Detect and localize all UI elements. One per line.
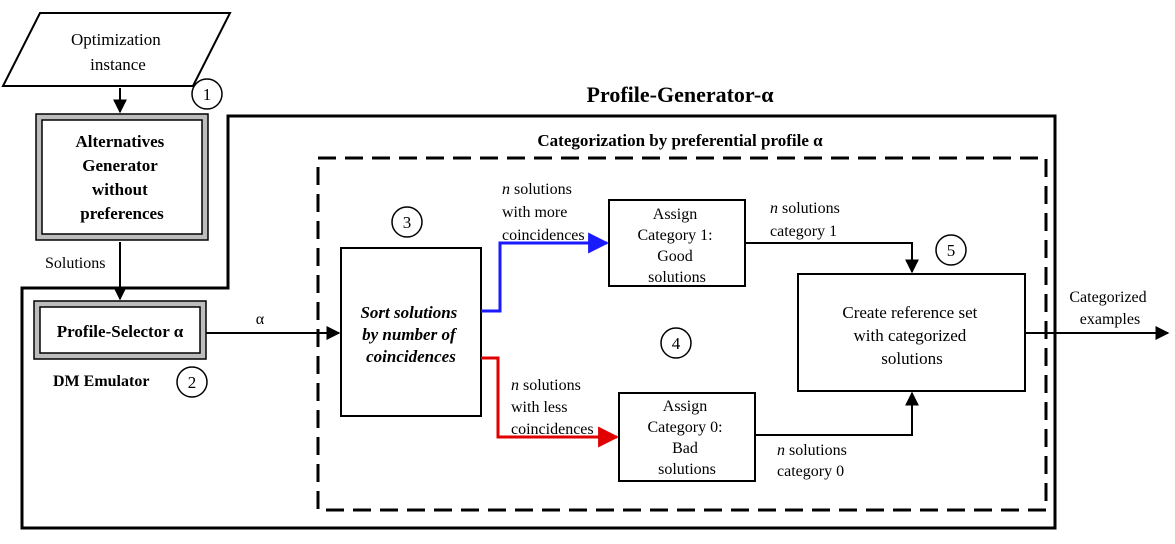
sort-box bbox=[340, 247, 482, 417]
step-4-number: 4 bbox=[672, 334, 681, 353]
reference-set-box bbox=[797, 273, 1026, 392]
generator-box bbox=[41, 119, 203, 235]
arrow-category-1 bbox=[745, 242, 919, 274]
arrow-category-0 bbox=[755, 391, 919, 436]
category-0-label: n solutions category 0 bbox=[777, 442, 851, 480]
output-label: Categorized examples bbox=[1069, 289, 1150, 328]
step-4-circle bbox=[660, 327, 692, 359]
input-label: Optimization instance bbox=[71, 30, 165, 74]
step-5-number: 5 bbox=[947, 241, 956, 260]
step-5-circle bbox=[935, 234, 967, 266]
profile-selector-label: Profile-Selector α bbox=[57, 322, 184, 341]
step-3-circle bbox=[391, 206, 423, 238]
reference-set-label: Create reference set with categorized so… bbox=[842, 303, 981, 368]
step-3-number: 3 bbox=[403, 213, 412, 232]
arrow-good-path bbox=[481, 232, 610, 313]
step-2-number: 2 bbox=[188, 373, 197, 392]
category-1-label: n solutions category 1 bbox=[770, 200, 844, 240]
step-2-circle bbox=[176, 366, 208, 398]
step-1-circle bbox=[191, 78, 223, 110]
dm-emulator-label: DM Emulator bbox=[53, 373, 149, 390]
input-parallelogram bbox=[1, 12, 232, 87]
alpha-label: α bbox=[256, 311, 265, 328]
arrow-bad-path bbox=[481, 356, 620, 448]
bad-label: Assign Category 0: Bad solutions bbox=[647, 398, 726, 478]
profile-generator-boundary bbox=[20, 114, 1057, 530]
solutions-label: Solutions bbox=[45, 255, 105, 272]
generator-label: Alternatives Generator without preferenc… bbox=[75, 132, 168, 223]
profile-generator-title: Profile-Generator-α bbox=[587, 82, 775, 107]
categorization-title: Categorization by preferential profile α bbox=[537, 131, 823, 150]
bad-box bbox=[618, 392, 756, 482]
less-coincidences-label: n solutions with less coincidences bbox=[511, 377, 594, 438]
profile-selector-box bbox=[39, 306, 201, 354]
good-label: Assign Category 1: Good solutions bbox=[637, 206, 716, 286]
step-1-number: 1 bbox=[203, 85, 212, 104]
more-coincidences-label: n solutions with more coincidences bbox=[502, 181, 585, 244]
sort-label: Sort solutions by number of coincidences bbox=[360, 303, 461, 366]
